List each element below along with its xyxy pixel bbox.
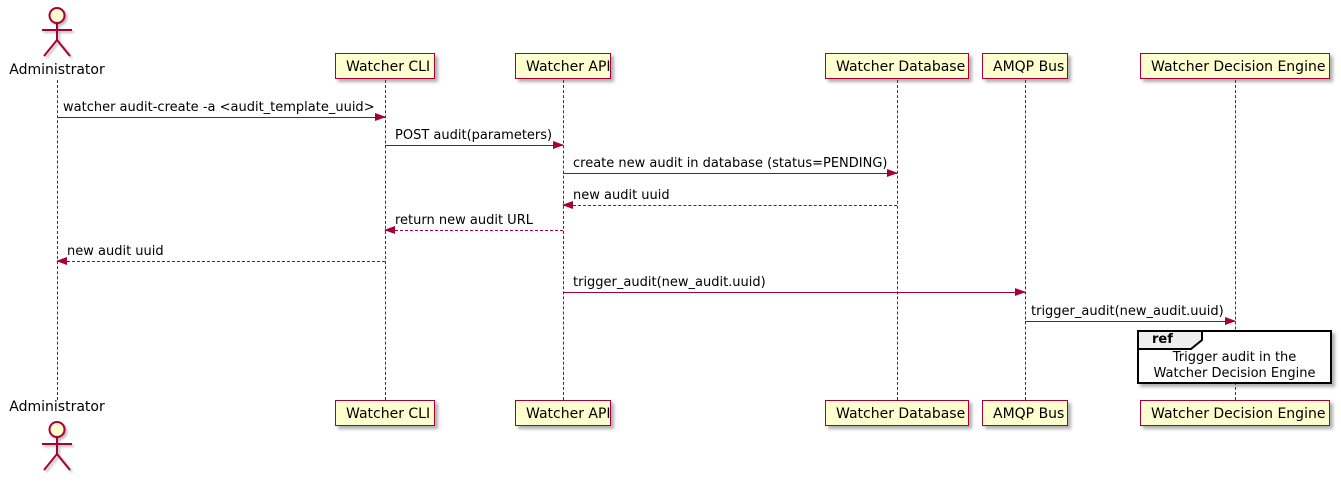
message-line bbox=[384, 226, 563, 234]
message-line bbox=[385, 141, 564, 149]
message-label: trigger_audit(new_audit.uuid) bbox=[1031, 304, 1224, 319]
ref-fragment: ref Trigger audit in the Watcher Decisio… bbox=[1137, 330, 1332, 384]
message-line bbox=[563, 169, 898, 177]
message-post-audit: POST audit(parameters) bbox=[385, 128, 564, 149]
message-label: trigger_audit(new_audit.uuid) bbox=[573, 275, 766, 290]
message-line bbox=[1025, 317, 1236, 325]
participant-bottom-watcher-decision-engine: Watcher Decision Engine bbox=[1140, 400, 1330, 426]
ref-tab-icon bbox=[1137, 330, 1203, 350]
message-label: new audit uuid bbox=[573, 188, 670, 203]
message-create-new-audit: create new audit in database (status=PEN… bbox=[563, 156, 898, 177]
participant-bottom-watcher-database: Watcher Database bbox=[825, 400, 969, 426]
lifeline-watcher-api bbox=[563, 80, 564, 400]
message-line bbox=[562, 201, 897, 209]
arrowhead-icon bbox=[384, 226, 395, 234]
participant-bottom-amqp-bus: AMQP Bus bbox=[982, 400, 1068, 426]
message-return-audit-url: return new audit URL bbox=[384, 213, 563, 234]
ref-text-line2: Watcher Decision Engine bbox=[1153, 366, 1316, 381]
arrowhead-icon bbox=[1225, 317, 1236, 325]
message-line bbox=[563, 288, 1026, 296]
arrowhead-icon bbox=[375, 113, 386, 121]
arrowhead-icon bbox=[1015, 288, 1026, 296]
message-new-audit-uuid-db: new audit uuid bbox=[562, 188, 897, 209]
message-new-audit-uuid-admin: new audit uuid bbox=[56, 244, 385, 265]
arrowhead-icon bbox=[887, 169, 898, 177]
arrowhead-icon bbox=[562, 201, 573, 209]
participant-top-watcher-api: Watcher API bbox=[515, 53, 611, 79]
message-trigger-audit-bus: trigger_audit(new_audit.uuid) bbox=[563, 275, 1026, 296]
message-line bbox=[57, 113, 386, 121]
ref-text: Trigger audit in the Watcher Decision En… bbox=[1139, 350, 1330, 382]
lifeline-watcher-database bbox=[897, 80, 898, 400]
lifeline-administrator bbox=[57, 80, 58, 400]
message-label: watcher audit-create -a <audit_template_… bbox=[63, 100, 375, 115]
participant-top-amqp-bus: AMQP Bus bbox=[982, 53, 1068, 79]
participant-top-watcher-decision-engine: Watcher Decision Engine bbox=[1140, 53, 1330, 79]
participant-top-watcher-database: Watcher Database bbox=[825, 53, 969, 79]
actor-administrator-label-top: Administrator bbox=[9, 62, 105, 78]
lifeline-watcher-cli bbox=[385, 80, 386, 400]
message-label: POST audit(parameters) bbox=[395, 128, 553, 143]
actor-administrator-label-bottom: Administrator bbox=[9, 399, 105, 415]
message-label: create new audit in database (status=PEN… bbox=[573, 156, 888, 171]
participant-bottom-watcher-cli: Watcher CLI bbox=[335, 400, 435, 426]
participant-top-watcher-cli: Watcher CLI bbox=[335, 53, 435, 79]
lifeline-watcher-decision-engine bbox=[1235, 80, 1236, 400]
actor-administrator-icon-bottom bbox=[42, 421, 72, 471]
actor-administrator-icon bbox=[42, 7, 72, 57]
ref-keyword: ref bbox=[1152, 332, 1173, 347]
message-label: return new audit URL bbox=[395, 213, 533, 228]
lifeline-amqp-bus bbox=[1025, 80, 1026, 400]
message-trigger-audit-engine: trigger_audit(new_audit.uuid) bbox=[1025, 304, 1236, 325]
message-line bbox=[56, 257, 385, 265]
participant-bottom-watcher-api: Watcher API bbox=[515, 400, 611, 426]
message-audit-create: watcher audit-create -a <audit_template_… bbox=[57, 100, 386, 121]
ref-text-line1: Trigger audit in the bbox=[1172, 350, 1297, 365]
arrowhead-icon bbox=[553, 141, 564, 149]
message-label: new audit uuid bbox=[67, 244, 164, 259]
arrowhead-icon bbox=[56, 257, 67, 265]
